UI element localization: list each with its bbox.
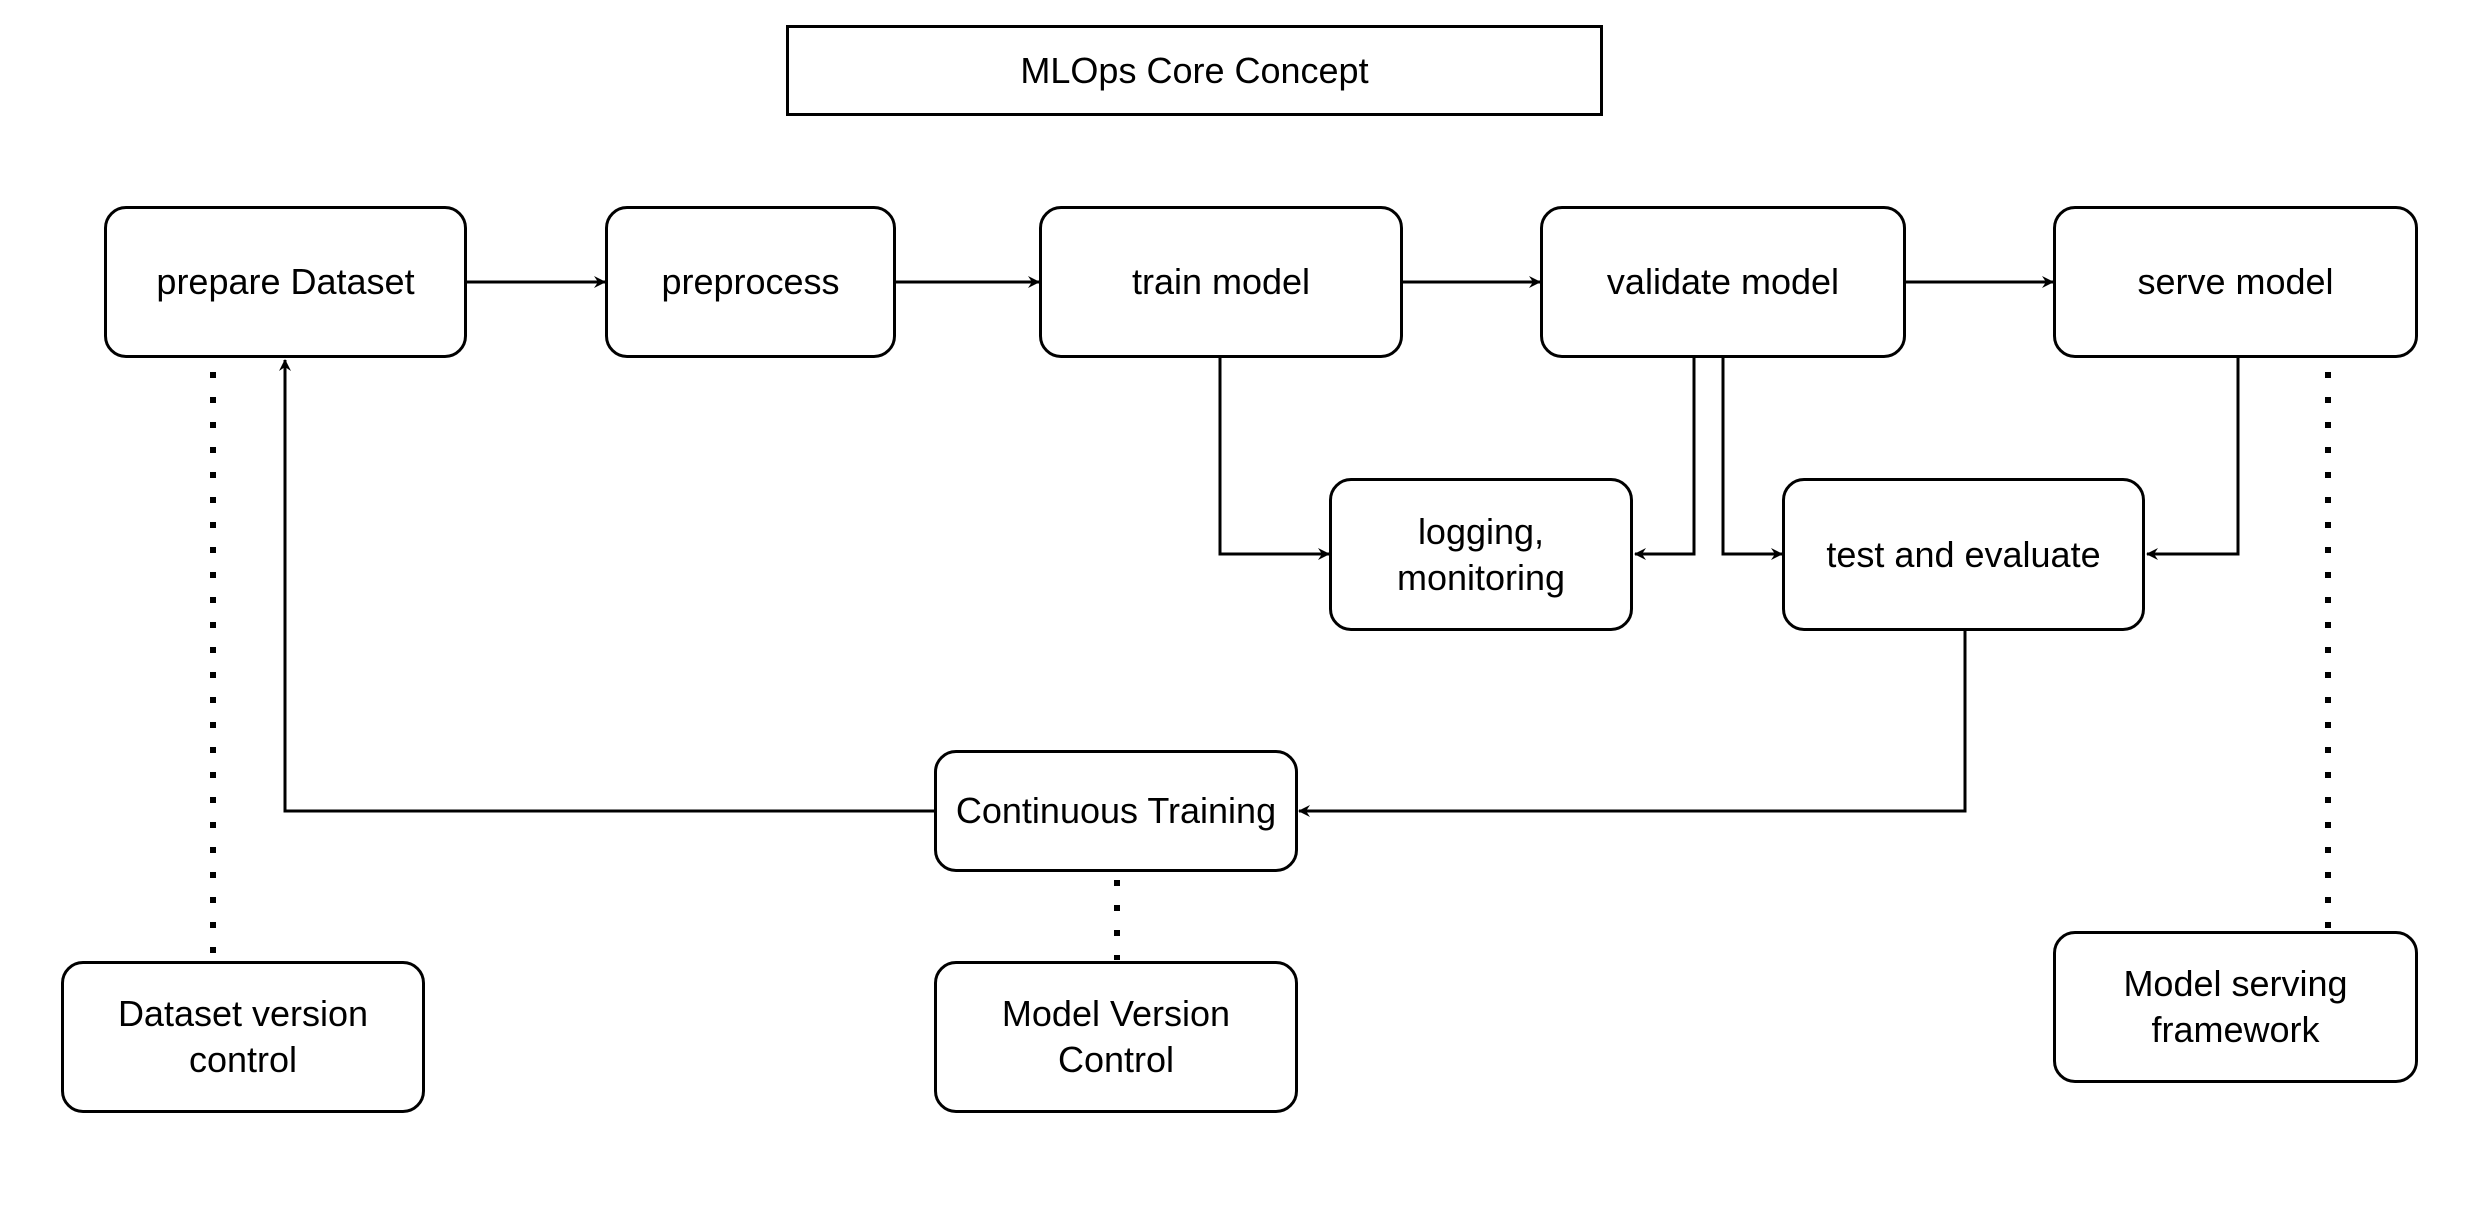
node-train-model: train model: [1039, 206, 1403, 358]
edge-train-to-logging: [1218, 357, 1330, 560]
node-validate-model: validate model: [1540, 206, 1906, 358]
node-logging-monitoring: logging, monitoring: [1329, 478, 1633, 631]
node-serve-model: serve model: [2053, 206, 2418, 358]
edge-continuous-training-to-prepare: [279, 359, 936, 813]
node-dataset-version-control: Dataset version control: [61, 961, 425, 1113]
edge-test-to-continuous-training: [1298, 630, 1967, 817]
node-continuous-training: Continuous Training: [934, 750, 1298, 872]
edge-validate-to-logging: [1634, 357, 1696, 560]
node-model-version-control: Model Version Control: [934, 961, 1298, 1113]
diagram-title: MLOps Core Concept: [786, 25, 1603, 116]
edge-validate-to-test: [1721, 357, 1783, 560]
edge-serve-to-test: [2146, 357, 2240, 560]
node-prepare-dataset: prepare Dataset: [104, 206, 467, 358]
node-model-serving-framework: Model serving framework: [2053, 931, 2418, 1083]
node-preprocess: preprocess: [605, 206, 896, 358]
node-test-and-evaluate: test and evaluate: [1782, 478, 2145, 631]
